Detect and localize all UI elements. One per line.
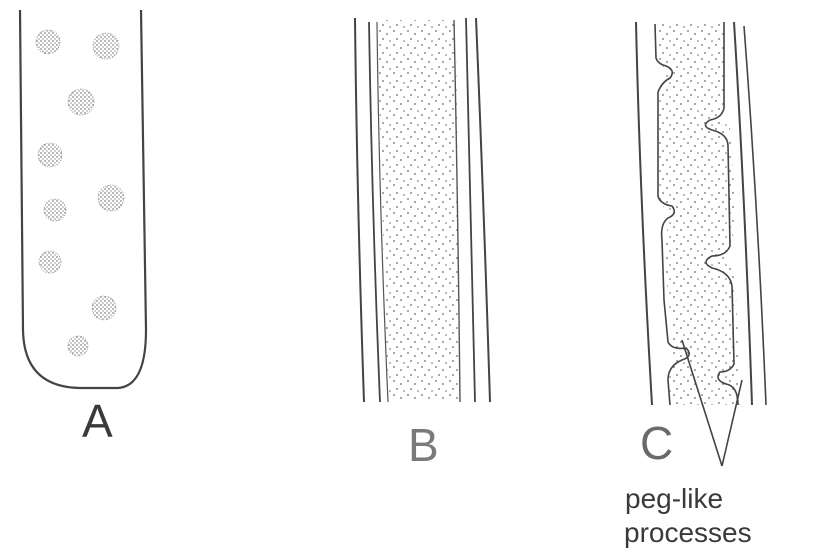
hair-a-outline bbox=[20, 10, 146, 388]
hair-b-inner-right bbox=[466, 18, 475, 402]
pigment-granules bbox=[36, 30, 124, 356]
medulla-b-fill bbox=[377, 20, 460, 400]
hair-c-outer-left bbox=[636, 22, 652, 405]
hair-b-outer-left bbox=[355, 18, 364, 402]
annotation-line-1: peg-like bbox=[625, 485, 723, 513]
panel-label-b: B bbox=[408, 422, 439, 468]
annotation-line-2: processes bbox=[624, 519, 752, 547]
panel-label-c: C bbox=[640, 420, 673, 466]
hair-c-outer-right2 bbox=[744, 26, 766, 405]
panel-c-hair bbox=[636, 22, 766, 405]
panel-b-hair bbox=[355, 18, 490, 402]
panel-a-hair bbox=[20, 10, 146, 388]
medulla-c-fill bbox=[657, 22, 740, 405]
hair-b-outer-right bbox=[476, 18, 490, 402]
panel-label-a: A bbox=[82, 398, 113, 444]
